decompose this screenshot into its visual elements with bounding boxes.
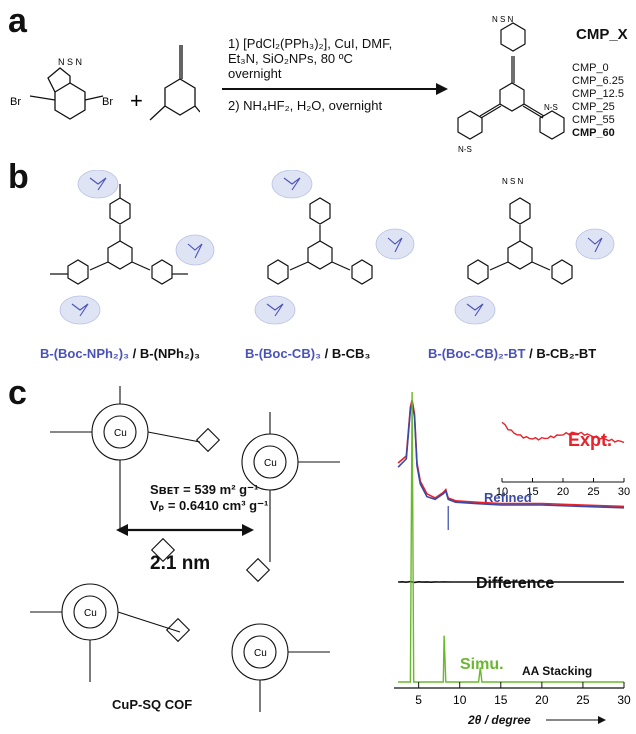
reaction-arrow-head bbox=[436, 83, 448, 95]
product-item: CMP_25 bbox=[572, 101, 615, 113]
product-item: CMP_55 bbox=[572, 114, 615, 126]
x-tick-label: 25 bbox=[576, 693, 590, 707]
cu-atom: Cu bbox=[84, 608, 97, 619]
x-tick-label: 10 bbox=[453, 693, 467, 707]
product-list: CMP_0 CMP_6.25 CMP_12.5 CMP_25 CMP_55 CM… bbox=[572, 62, 624, 140]
inset-x-tick-label: 20 bbox=[557, 486, 569, 498]
x-tick-label: 20 bbox=[535, 693, 549, 707]
series-simu bbox=[398, 391, 624, 683]
plus-sign: + bbox=[130, 88, 143, 113]
panel-b-structures: N S N bbox=[50, 170, 615, 325]
structure-label-3: B-(Boc-CB)₂-BT / B-CB₂-BT bbox=[428, 346, 597, 361]
inset-x-tick-label: 30 bbox=[618, 486, 630, 498]
panel-a-reactants: Br Br N S N + bbox=[10, 45, 200, 121]
inset-x-tick-label: 10 bbox=[496, 486, 508, 498]
inset-series-expt bbox=[501, 421, 625, 444]
product-title: CMP_X bbox=[576, 26, 628, 43]
inset-x-tick-label: 25 bbox=[587, 486, 599, 498]
structure-label-2: B-(Boc-CB)₃ / B-CB₃ bbox=[245, 346, 371, 361]
product-item: CMP_6.25 bbox=[572, 75, 624, 87]
x-tick-label: 5 bbox=[415, 693, 422, 707]
pore-volume: Vₚ = 0.6410 cm³ g⁻¹ bbox=[150, 498, 269, 513]
x-tick-label: 30 bbox=[617, 693, 631, 707]
product-bt-right-atoms: N-S bbox=[544, 103, 558, 112]
cu-atom: Cu bbox=[264, 458, 277, 469]
bet-surface-area: Sʙᴇᴛ = 539 m² g⁻¹ bbox=[150, 482, 259, 497]
x-tick-label: 15 bbox=[494, 693, 508, 707]
reaction-conditions-1: 1) [PdCl₂(PPh₃)₂], CuI, DMF, Et₃N, SiO₂N… bbox=[228, 36, 393, 81]
product-bt-top-atoms: N S N bbox=[492, 15, 514, 24]
inset-x-tick-label: 15 bbox=[526, 486, 538, 498]
br-right: Br bbox=[102, 96, 113, 108]
panel-b-letter: b bbox=[8, 158, 29, 196]
label-aa-stacking: AA Stacking bbox=[522, 664, 592, 678]
structure-label-1: B-(Boc-NPh₂)₃ / B-(NPh₂)₃ bbox=[40, 346, 201, 361]
panel-a-letter: a bbox=[8, 2, 27, 40]
thiadiazole-atoms: N S N bbox=[58, 57, 82, 67]
product-item-bold: CMP_60 bbox=[572, 127, 615, 139]
cof-structure: Cu Cu Cu Cu bbox=[30, 386, 340, 712]
bt-atoms: N S N bbox=[502, 177, 524, 186]
product-item: CMP_0 bbox=[572, 62, 609, 74]
x-axis-arrow bbox=[598, 716, 606, 724]
reaction-arrow bbox=[222, 88, 442, 90]
panel-c-letter: c bbox=[8, 374, 27, 412]
product-bt-left-atoms: N-S bbox=[458, 145, 472, 154]
label-difference: Difference bbox=[476, 575, 554, 592]
pxrd-chart: 5 10 15 20 25 30 10 15 20 25 30 Refined Difference… bbox=[394, 391, 631, 727]
cu-atom: Cu bbox=[254, 648, 267, 659]
reaction-conditions-2: 2) NH₄HF₂, H₂O, overnight bbox=[228, 98, 383, 113]
cu-atom: Cu bbox=[114, 428, 127, 439]
label-simu: Simu. bbox=[460, 656, 504, 673]
x-axis-label: 2θ / degree bbox=[467, 713, 531, 727]
br-left: Br bbox=[10, 96, 21, 108]
cof-name: CuP-SQ COF bbox=[112, 697, 193, 712]
label-refined: Refined bbox=[484, 490, 532, 505]
pore-distance: 2.1 nm bbox=[150, 553, 211, 574]
panel-a-product: N S N N-S N-S bbox=[457, 15, 565, 154]
inset-label-expt: Expt. bbox=[568, 430, 612, 450]
product-item: CMP_12.5 bbox=[572, 88, 624, 100]
